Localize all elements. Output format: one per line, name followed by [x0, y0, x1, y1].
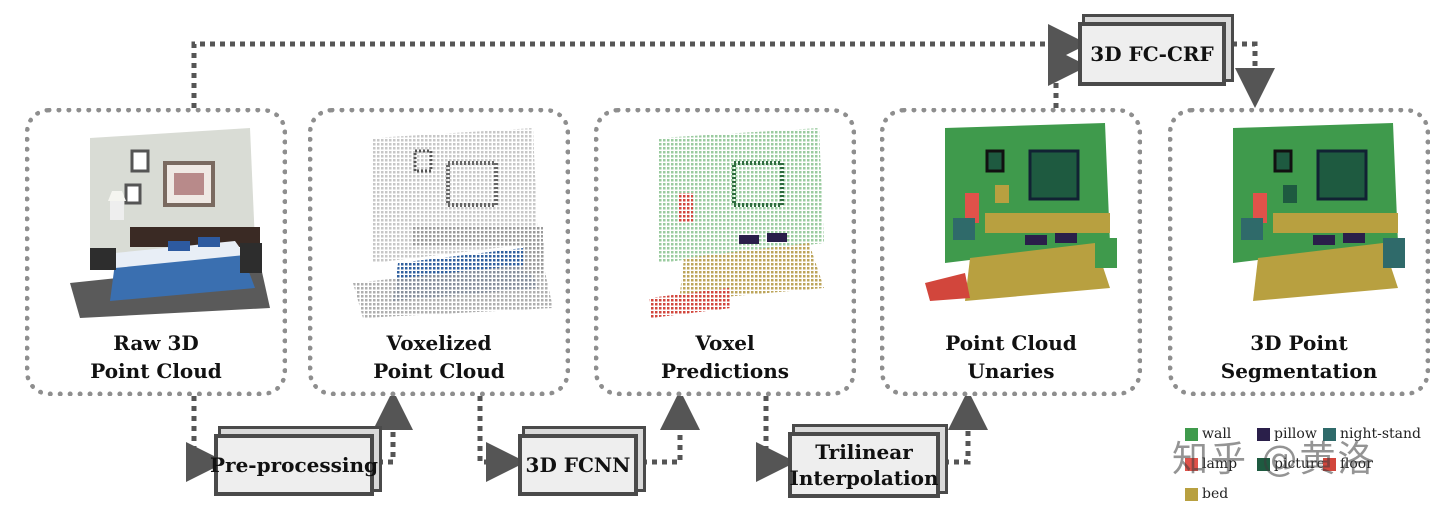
stage-3d-point-segmentation: 3D Point Segmentation [1168, 108, 1430, 396]
segmentation-bedroom-image [1233, 123, 1405, 301]
legend-swatch [1323, 457, 1336, 471]
legend-item-night-stand: night-stand [1323, 426, 1421, 442]
arrow-fcnn-to-voxelpred [642, 390, 700, 465]
arrow-crf-to-segmentation [1232, 41, 1275, 108]
stage-raw-point-cloud: Raw 3D Point Cloud [25, 108, 287, 396]
legend-swatch [1185, 487, 1198, 501]
legend-item-wall: wall [1185, 426, 1231, 442]
arrow-raw-to-crf [191, 24, 1088, 108]
legend-item-pillow: pillow [1257, 426, 1317, 442]
legend-item-picture: picture [1257, 456, 1325, 472]
legend-item-lamp: lamp [1185, 456, 1237, 472]
legend-swatch [1185, 427, 1198, 441]
stage-voxelized-label: Voxelized Point Cloud [373, 331, 505, 383]
process-trilinear-interpolation: Trilinear Interpolation [788, 432, 940, 498]
arrow-trilinear-to-unaries [944, 390, 988, 465]
legend-swatch [1257, 427, 1270, 441]
stage-voxel-predictions-label: Voxel Predictions [660, 331, 790, 383]
voxel-predictions-image [649, 128, 824, 318]
stage-voxelized-point-cloud: Voxelized Point Cloud [308, 108, 570, 396]
legend-swatch [1257, 457, 1270, 471]
process-3d-fcnn: 3D FCNN [518, 434, 638, 496]
raw-bedroom-image [70, 128, 270, 318]
legend-swatch [1185, 457, 1198, 471]
arrow-unaries-to-crf [1048, 46, 1088, 108]
stage-point-cloud-unaries: Point Cloud Unaries [880, 108, 1142, 396]
stage-raw-label: Raw 3D Point Cloud [90, 331, 222, 383]
arrow-preprocessing-to-voxelized [373, 390, 413, 465]
arrow-voxelized-to-fcnn [477, 396, 526, 482]
legend-item-bed: bed [1185, 486, 1228, 502]
voxelized-bedroom-image [353, 128, 553, 318]
process-preprocessing: Pre-processing [210, 434, 378, 496]
stage-segmentation-label: 3D Point Segmentation [1220, 331, 1378, 383]
process-3d-fc-crf: 3D FC-CRF [1078, 22, 1226, 86]
legend-item-floor: floor [1323, 456, 1373, 472]
arrow-raw-to-preprocessing [186, 396, 226, 482]
watermark-text: 知乎 @黄洛 [1172, 439, 1376, 480]
stage-voxel-predictions: Voxel Predictions [594, 108, 856, 396]
class-legend: wall pillow night-stand lamp picture flo… [1183, 422, 1433, 512]
legend-swatch [1323, 427, 1336, 441]
arrow-voxelpred-to-trilinear [756, 396, 796, 482]
stage-unaries-label: Point Cloud Unaries [945, 331, 1077, 383]
unaries-bedroom-image [925, 123, 1117, 301]
